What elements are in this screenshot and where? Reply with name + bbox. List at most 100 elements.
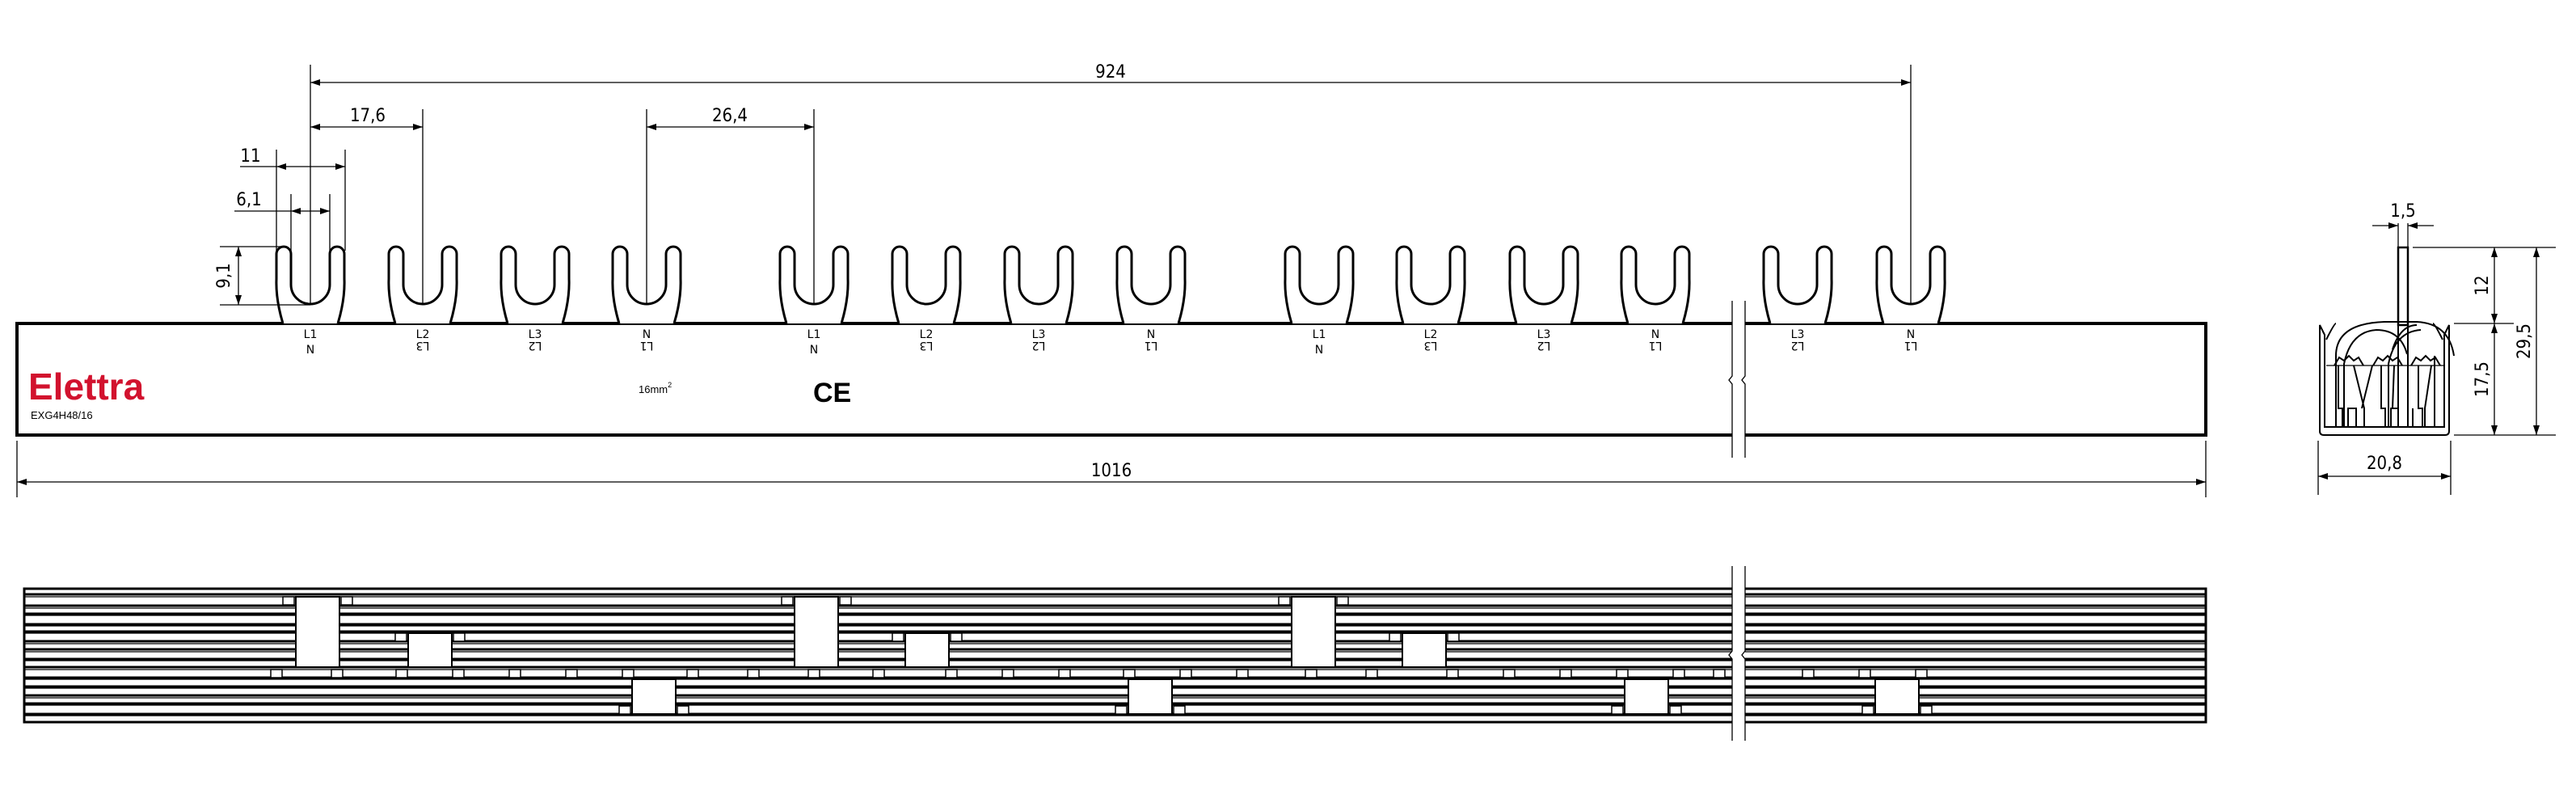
fork-terminal (891, 245, 962, 324)
fork-terminal (1620, 245, 1691, 324)
dim-17-5: 17,5 (2473, 361, 2493, 397)
tab-notch (1858, 669, 1871, 678)
tab-notch (1446, 669, 1459, 678)
fork-label-bottom: L2 (529, 339, 542, 352)
fork-terminal (1284, 245, 1355, 324)
window-opening (1624, 678, 1669, 715)
tab-notch (945, 669, 958, 678)
tab-notch (1672, 669, 1685, 678)
tab-notch (1611, 705, 1624, 715)
tab-notch (677, 705, 689, 715)
dim-17-6: 17,6 (350, 106, 386, 126)
cross-section-label: 16mm2 (639, 381, 672, 395)
window-opening (295, 596, 340, 668)
tab-notch (1915, 669, 1928, 678)
fork-label-bottom: L2 (1791, 339, 1805, 352)
dim-12: 12 (2473, 275, 2493, 295)
tab-notch (1123, 669, 1136, 678)
connection-windows (270, 596, 1933, 715)
window-opening (1291, 596, 1336, 668)
fork-label-bottom: L1 (1904, 339, 1918, 352)
tab-notch (1559, 669, 1572, 678)
tab-notch (747, 669, 760, 678)
fork-label-top: N (1907, 328, 1915, 341)
fork-terminal (1762, 245, 1833, 324)
tab-notch (395, 669, 408, 678)
tab-notch (1058, 669, 1071, 678)
tab-notch (1503, 669, 1516, 678)
dim-6-1: 6,1 (236, 190, 261, 210)
tab-notch (1305, 669, 1318, 678)
busbar-body (15, 322, 2207, 437)
tab-notch (1115, 705, 1128, 715)
fork-label-top: L2 (920, 328, 934, 341)
fork-label-top: L1 (304, 328, 318, 341)
tab-notch (892, 632, 904, 642)
tab-notch (781, 596, 794, 606)
fork-label-bottom: L1 (640, 339, 654, 352)
tab-notch (394, 632, 407, 642)
fork-label-bottom: L2 (1537, 339, 1551, 352)
dim-1016: 1016 (1091, 461, 1132, 481)
dim-9-1: 9,1 (214, 263, 234, 288)
bottom-view-outline (23, 587, 2207, 724)
brand-logo: Elettra (28, 366, 145, 408)
fork-label-top: L3 (1537, 328, 1551, 341)
fork-terminal (1003, 245, 1074, 324)
tab-notch (807, 669, 820, 678)
dim-29-5: 29,5 (2515, 323, 2535, 359)
fork-label-bottom: N (1315, 344, 1323, 357)
tab-notch (839, 596, 852, 606)
tab-notch (1236, 669, 1249, 678)
fork-phase-labels: L1NL2L3L3L2NL1L1NL2L3L3L2NL1L1NL2L3L3L2N… (304, 328, 1918, 357)
tab-notch (686, 669, 699, 678)
window-opening (407, 632, 453, 668)
fork-label-bottom: L1 (1145, 339, 1158, 352)
tab-notch (872, 669, 885, 678)
tab-notch (1713, 669, 1726, 678)
front-view: L1NL2L3L3L2NL1L1NL2L3L3L2NL1L1NL2L3L3L2N… (15, 245, 2207, 458)
window-opening (794, 596, 839, 668)
fork-label-top: N (1651, 328, 1659, 341)
tab-notch (1389, 632, 1402, 642)
window-opening (1128, 678, 1173, 715)
tab-notch (1920, 705, 1933, 715)
dim-924: 924 (1095, 62, 1126, 82)
fork-label-top: L1 (807, 328, 821, 341)
dim-1-5: 1,5 (2390, 201, 2415, 222)
fork-terminal (1508, 245, 1579, 324)
tab-notch (270, 669, 283, 678)
tab-notch (1336, 596, 1349, 606)
tab-notch (331, 669, 344, 678)
fork-terminal (1395, 245, 1466, 324)
tab-notch (452, 669, 465, 678)
comb-strata (24, 593, 2206, 716)
tab-notch (453, 632, 466, 642)
dim-20-8: 20,8 (2367, 454, 2402, 474)
window-opening (631, 678, 677, 715)
tab-notch (1669, 705, 1682, 715)
fork-label-top: N (643, 328, 651, 341)
bottom-view (23, 566, 2207, 741)
tab-notch (1278, 596, 1291, 606)
tab-notch (508, 669, 521, 678)
bottom-break-symbol (1728, 566, 1746, 741)
fork-label-top: L2 (1424, 328, 1438, 341)
fork-blade (2397, 246, 2409, 327)
tab-notch (1179, 669, 1192, 678)
fork-label-top: L1 (1313, 328, 1326, 341)
tab-notch (565, 669, 578, 678)
side-view (2319, 246, 2455, 436)
fork-label-bottom: L3 (920, 339, 934, 352)
tab-notch (618, 705, 631, 715)
tab-notch (1802, 669, 1815, 678)
tab-notch (340, 596, 353, 606)
fork-label-top: L2 (416, 328, 430, 341)
fork-terminals (275, 245, 1946, 324)
window-opening (1402, 632, 1447, 668)
tab-notch (1365, 669, 1378, 678)
product-code: EXG4H48/16 (31, 409, 93, 421)
tab-notch (1173, 705, 1186, 715)
side-dimensions: 1,5 12 17,5 29,5 20,8 (2317, 201, 2556, 495)
fork-label-bottom: N (810, 344, 818, 357)
